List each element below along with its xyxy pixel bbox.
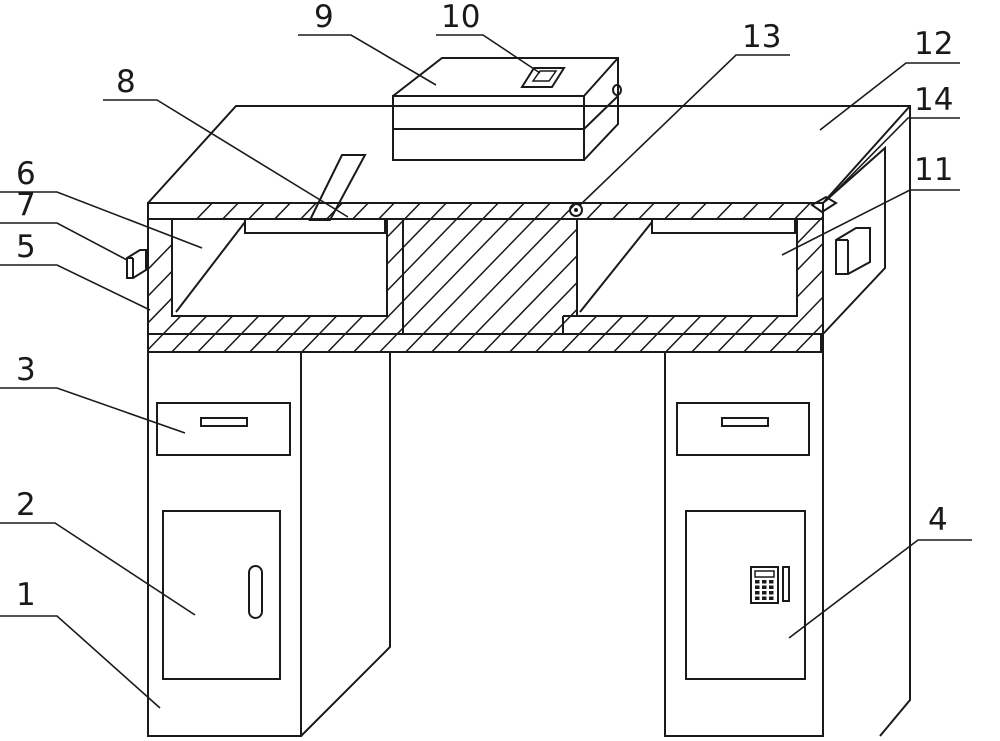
label-13: 13 — [742, 19, 781, 55]
keypad-key — [755, 596, 760, 600]
label-1: 1 — [16, 577, 36, 613]
hatch-line — [813, 203, 823, 352]
hatch-line — [319, 203, 481, 352]
leader-lines — [0, 34, 972, 709]
label-10: 10 — [441, 0, 480, 35]
label-11: 11 — [914, 152, 953, 188]
label-6: 6 — [16, 156, 36, 192]
top-box — [392, 57, 622, 161]
label-12: 12 — [914, 26, 953, 62]
hatch-line — [840, 195, 1000, 360]
left-compartment — [171, 154, 404, 334]
label-7: 7 — [16, 187, 36, 223]
keypad-key — [762, 585, 767, 589]
hatch-line — [735, 203, 823, 352]
label-5: 5 — [16, 229, 36, 265]
label-9: 9 — [314, 0, 334, 35]
hatch-line — [397, 203, 559, 352]
right-compartment — [562, 218, 798, 334]
label-4: 4 — [928, 502, 948, 538]
reference-numerals: 1 2 3 4 5 6 7 8 9 10 11 12 13 14 — [16, 0, 953, 613]
door-handle-icon — [248, 565, 263, 619]
right-pedestal — [664, 351, 824, 737]
drawer-pull-icon — [200, 417, 248, 427]
hatch-line — [761, 203, 823, 352]
label-3: 3 — [16, 352, 36, 388]
left-pedestal — [147, 351, 391, 737]
keypad-key — [762, 591, 767, 595]
hatch-line — [918, 195, 1000, 360]
keypad-key — [755, 585, 760, 589]
keypad-key — [769, 591, 774, 595]
lock-icon — [520, 67, 566, 88]
hatch-line — [787, 203, 823, 352]
keypad-key — [769, 580, 774, 584]
hatch-line — [423, 203, 585, 352]
keypad-key — [762, 580, 767, 584]
label-2: 2 — [16, 487, 36, 523]
lid-handle-icon — [835, 227, 871, 275]
right-side-panel — [810, 145, 886, 335]
keypad-key — [755, 591, 760, 595]
hatch-line — [996, 195, 1000, 360]
tabletop — [147, 105, 911, 737]
drawer-pull-icon — [721, 417, 769, 427]
keypad-icon — [750, 566, 790, 604]
keypad-key — [762, 596, 767, 600]
label-14: 14 — [914, 82, 953, 118]
label-8: 8 — [116, 64, 136, 100]
keypad-key — [769, 585, 774, 589]
hatch-line — [371, 203, 533, 352]
keypad-key — [755, 580, 760, 584]
hatch-line — [944, 195, 1000, 360]
hinge-icon — [569, 203, 583, 217]
keypad-key — [769, 596, 774, 600]
hatch-line — [345, 203, 507, 352]
left-side-handle — [126, 249, 147, 279]
hatch-line — [970, 195, 1000, 360]
hatch-line — [866, 195, 1000, 360]
hatch-line — [892, 195, 1000, 360]
